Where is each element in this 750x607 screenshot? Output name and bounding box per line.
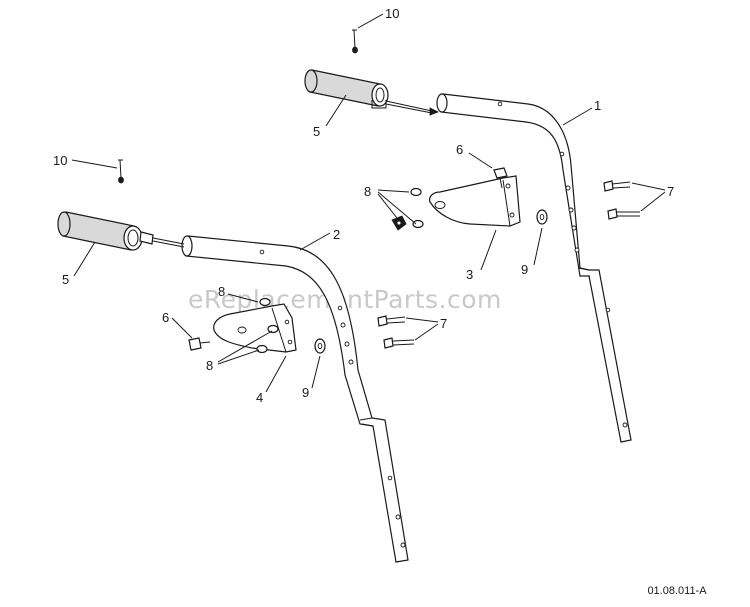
callout-3: 3 [466, 267, 473, 282]
callout-5-left: 5 [62, 272, 69, 287]
callout-8-mid: 8 [218, 284, 225, 299]
lower-handle-tube-part-2 [181, 235, 409, 563]
callout-8-upper: 8 [364, 184, 371, 199]
washer-part-9-left [314, 338, 326, 354]
callout-10-left: 10 [53, 153, 67, 168]
shaft-connector-left [152, 237, 185, 248]
bolts-part-7-upper [603, 180, 640, 220]
nut-part-8-upper [391, 187, 424, 231]
grip-part-5-left [57, 211, 154, 251]
pin-part-10-upper [352, 29, 358, 54]
callout-6-upper: 6 [456, 142, 463, 157]
washer-part-9-upper [536, 209, 548, 225]
bolts-part-7-left [377, 315, 415, 349]
bolt-part-6-upper [493, 167, 508, 189]
callout-9-upper: 9 [521, 262, 528, 277]
leader-lines [71, 13, 666, 393]
callout-5-upper: 5 [313, 124, 320, 139]
callout-1: 1 [594, 98, 601, 113]
callout-6-left: 6 [162, 310, 169, 325]
callout-7-mid: 7 [440, 316, 447, 331]
callout-2: 2 [333, 227, 340, 242]
callout-10-upper: 10 [385, 6, 399, 21]
pin-part-10-left [118, 159, 124, 184]
grip-part-5-upper [304, 69, 389, 109]
washers-part-8-left [256, 297, 279, 354]
callout-9-left: 9 [302, 385, 309, 400]
callout-8-low: 8 [206, 358, 213, 373]
callout-4: 4 [256, 390, 263, 405]
bracket-part-3 [429, 175, 521, 227]
callout-7-upper: 7 [667, 184, 674, 199]
shaft-connector-upper [385, 100, 439, 116]
upper-handle-tube-part-1 [436, 93, 632, 443]
bolt-part-6-left [188, 337, 211, 351]
drawing-id: 01.08.011-A [647, 585, 707, 597]
bracket-part-4 [213, 303, 297, 353]
